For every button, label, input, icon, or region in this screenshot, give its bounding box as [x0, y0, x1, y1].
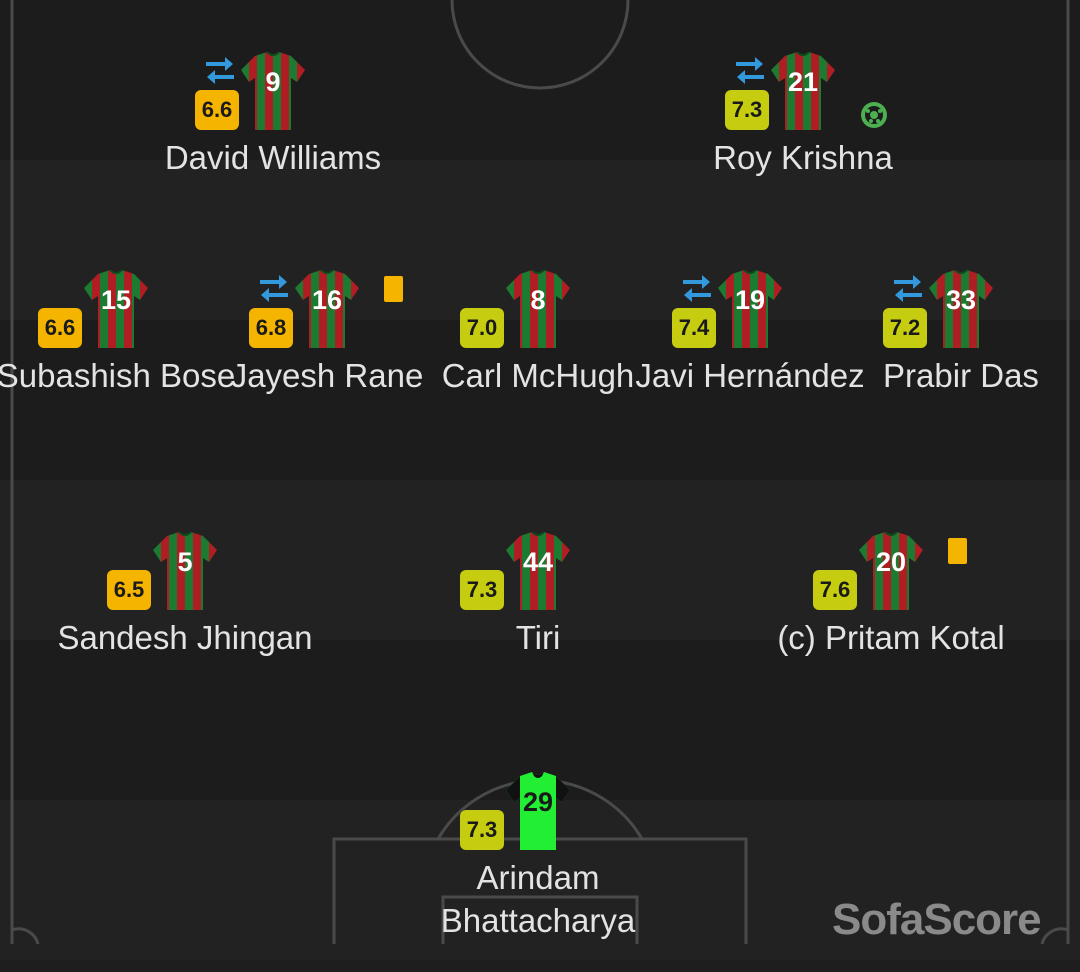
shirt-number: 33 [945, 285, 977, 315]
player-name: Roy Krishna [713, 139, 893, 176]
shirt-number: 15 [100, 285, 132, 315]
player-name: Javi Hernández [635, 357, 865, 394]
shirt-icon: 8 [506, 270, 570, 348]
pitch-stripe [0, 640, 1080, 800]
substitution-icon [891, 272, 925, 304]
shirt-number: 20 [875, 547, 907, 577]
shirt-icon: 21 [771, 52, 835, 130]
player-name: Carl McHugh [441, 357, 635, 394]
shirt-icon: 33 [929, 270, 993, 348]
shirt-number: 19 [734, 285, 766, 315]
substitution-icon [257, 272, 291, 304]
shirt-icon: 29 [506, 772, 570, 850]
player-name: (c) Pritam Kotal [777, 619, 1005, 656]
player-c-pritam-kotal[interactable]: 20 7.6 (c) Pritam Kotal [761, 532, 1021, 732]
player-name: Subashish Bose [0, 357, 236, 394]
player-rating: 6.6 [195, 90, 239, 130]
shirt-icon: 15 [84, 270, 148, 348]
shirt-icon: 19 [718, 270, 782, 348]
player-name: Arindam Bhattacharya [440, 859, 636, 939]
shirt-icon: 44 [506, 532, 570, 610]
player-rating: 7.3 [460, 570, 504, 610]
player-rating: 7.0 [460, 308, 504, 348]
shirt-number: 29 [522, 787, 554, 817]
player-rating: 6.6 [38, 308, 82, 348]
shirt-icon: 5 [153, 532, 217, 610]
player-rating: 7.3 [460, 810, 504, 850]
pitch-stripe [0, 0, 1080, 160]
substitution-icon [203, 54, 237, 86]
player-name: Prabir Das [883, 357, 1039, 394]
player-rating: 7.3 [725, 90, 769, 130]
yellow-card-icon [948, 538, 967, 564]
shirt-icon: 9 [241, 52, 305, 130]
player-rating: 6.5 [107, 570, 151, 610]
player-rating: 6.8 [249, 308, 293, 348]
player-name: Sandesh Jhingan [57, 619, 313, 656]
shirt-number: 9 [265, 67, 281, 97]
sofascore-watermark: SofaScore [832, 895, 1042, 944]
shirt-icon: 16 [295, 270, 359, 348]
player-rating: 7.4 [672, 308, 716, 348]
goal-icon [859, 100, 889, 130]
shirt-number: 8 [530, 285, 546, 315]
shirt-number: 44 [522, 547, 554, 577]
substitution-icon [680, 272, 714, 304]
shirt-number: 21 [787, 67, 819, 97]
yellow-card-icon [384, 276, 403, 302]
player-rating: 7.6 [813, 570, 857, 610]
shirt-number: 16 [311, 285, 343, 315]
player-rating: 7.2 [883, 308, 927, 348]
player-name: Jayesh Rane [230, 357, 424, 394]
shirt-number: 5 [177, 547, 193, 577]
player-name: David Williams [164, 139, 382, 176]
shirt-icon: 20 [859, 532, 923, 610]
player-name: Tiri [515, 619, 561, 656]
substitution-icon [733, 54, 767, 86]
